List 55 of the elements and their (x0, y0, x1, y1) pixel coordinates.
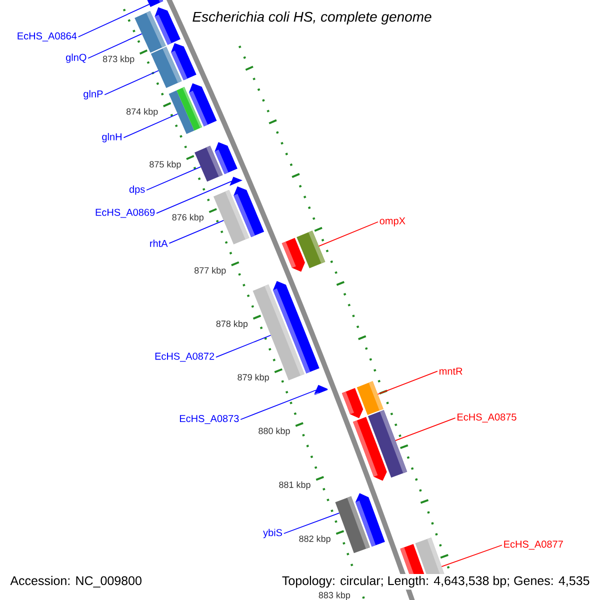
leader-line (88, 33, 142, 59)
tick-label: 873 kbp (102, 56, 134, 64)
title: Escherichia coli HS, complete genome (189, 8, 435, 28)
gene-label: mntR (440, 368, 462, 375)
gene-bar (335, 496, 370, 554)
gene-label: ompX (380, 217, 406, 226)
tick-label: 877 kbp (194, 267, 226, 276)
leader-line (318, 221, 378, 247)
gene-triangle (230, 176, 242, 186)
gene-label: EcHS_A0864 (18, 32, 77, 42)
tick-label: 879 kbp (238, 374, 269, 382)
gene-bar (296, 230, 326, 268)
gene-bar (147, 0, 164, 7)
leader-line (283, 512, 340, 534)
leader-line (104, 70, 159, 96)
gene-bar (134, 10, 166, 53)
gene-bar (194, 146, 223, 182)
leader-line (146, 166, 202, 191)
tick-label: 881 kbp (279, 481, 310, 490)
gene-label: glnH (102, 133, 122, 142)
leader-line (123, 113, 178, 138)
tick-label: 880 kbp (258, 428, 290, 436)
gene-label: rhtA (150, 240, 168, 247)
gene-label: EcHS_A0869 (96, 208, 155, 218)
leader-line (441, 544, 502, 568)
gene-bar (252, 284, 304, 380)
gene-bar (168, 86, 202, 134)
leader-line (168, 220, 224, 244)
accession-text: Accession: NC_009800 (10, 576, 142, 588)
gene-label: EcHS_A0873 (180, 415, 239, 424)
gene-label: EcHS_A0872 (155, 352, 214, 362)
gene-bar (415, 538, 445, 576)
tick-label: 883 kbp (318, 592, 350, 600)
gene-label: EcHS_A0875 (458, 414, 516, 422)
gene-bar (150, 46, 182, 88)
gene-label: glnQ (66, 54, 86, 63)
leader-line (377, 370, 438, 395)
tick-label: 876 kbp (172, 214, 204, 222)
tick-label: 882 kbp (299, 535, 330, 544)
leader-line (156, 180, 232, 214)
gene-triangle (314, 384, 328, 395)
gene-label: ybiS (263, 528, 282, 538)
leader-line (240, 390, 316, 420)
gene-label: EcHS_A0877 (504, 540, 563, 550)
leader-line (394, 418, 456, 442)
leader-line (216, 334, 272, 358)
summary-text: Topology: circular; Length: 4,643,538 bp; Genes: 4,535 (280, 574, 592, 590)
gene-bar (356, 381, 384, 416)
gene-label: dps (129, 185, 145, 195)
leader-line (78, 4, 150, 38)
gene-label: glnP (84, 90, 103, 100)
gene-bar (368, 410, 408, 478)
gene-bar (213, 190, 250, 244)
tick-label: 875 kbp (150, 160, 181, 170)
tick-label: 874 kbp (126, 108, 158, 117)
